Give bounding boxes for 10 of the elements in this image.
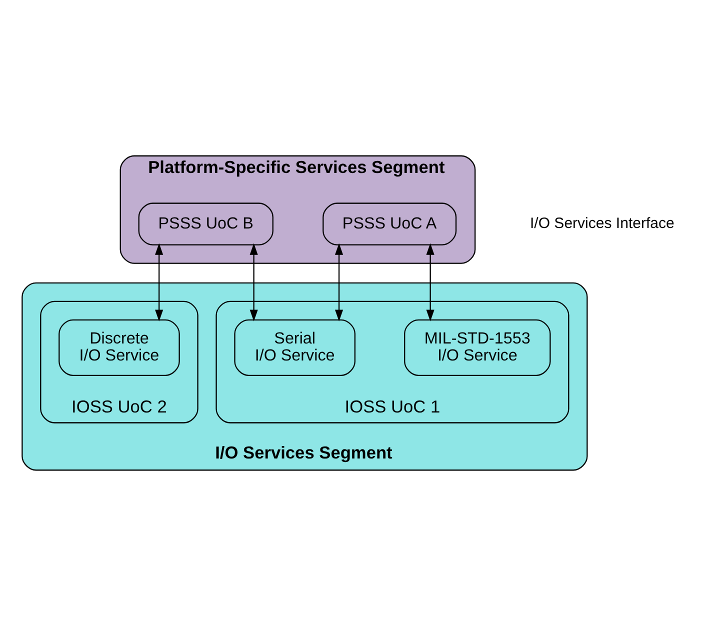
node-box: Discrete I/O Service [58, 318, 180, 376]
node-box: MIL-STD-1553 I/O Service [404, 318, 551, 376]
arrow [426, 242, 434, 321]
arrow [155, 242, 164, 321]
arrow [334, 242, 344, 321]
label: I/O Services Interface [530, 214, 674, 232]
node-box: Serial I/O Service [234, 318, 356, 376]
node-box: PSSS UoC B [138, 202, 274, 245]
node-box: PSSS UoC A [322, 202, 457, 245]
arrow [250, 242, 258, 321]
